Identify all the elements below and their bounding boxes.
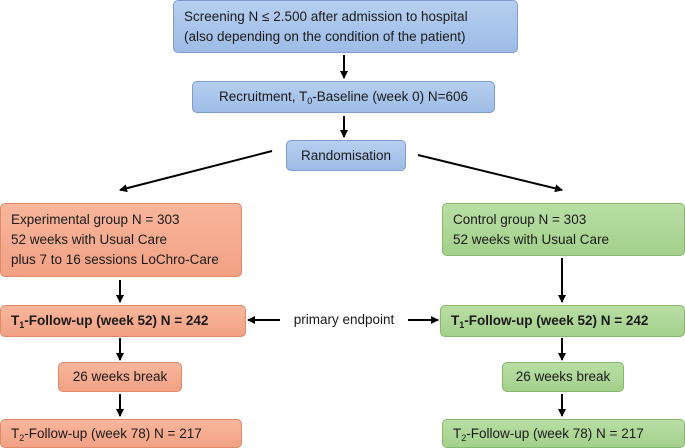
experimental-break-box: 26 weeks break (58, 362, 182, 392)
experimental-t2-label: T2-Follow-up (week 78) N = 217 (11, 425, 202, 443)
experimental-group-box: Experimental group N = 303 52 weeks with… (0, 203, 242, 277)
randomisation-label: Randomisation (300, 147, 392, 163)
control-line-1: Control group N = 303 (453, 211, 587, 227)
screening-box: Screening N ≤ 2.500 after admission to h… (173, 0, 518, 53)
experimental-line-3: plus 7 to 16 sessions LoChro-Care (11, 252, 219, 267)
control-t1-label: T1-Follow-up (week 52) N = 242 (451, 313, 649, 330)
recruitment-box: Recruitment, T0-Baseline (week 0) N=606 (192, 81, 495, 113)
control-break-box: 26 weeks break (502, 362, 624, 392)
experimental-line-2: 52 weeks with Usual Care (11, 232, 168, 247)
experimental-break-label: 26 weeks break (72, 369, 168, 384)
experimental-t2-box: T2-Follow-up (week 78) N = 217 (0, 419, 242, 448)
control-t2-label: T2-Follow-up (week 78) N = 217 (453, 425, 644, 443)
experimental-line-1: Experimental group N = 303 (11, 212, 180, 227)
screening-line-1: Screening N ≤ 2.500 after admission to h… (184, 8, 468, 24)
screening-line-2: (also depending on the condition of the … (184, 28, 466, 44)
arrow-randomisation-to-control (417, 154, 563, 193)
primary-endpoint-label: primary endpoint (280, 311, 408, 329)
control-group-box: Control group N = 303 52 weeks with Usua… (442, 203, 685, 256)
experimental-t1-box: T1-Follow-up (week 52) N = 242 (0, 305, 246, 337)
control-line-2: 52 weeks with Usual Care (453, 231, 610, 247)
control-break-label: 26 weeks break (515, 369, 611, 384)
recruitment-label: Recruitment, T0-Baseline (week 0) N=606 (218, 89, 468, 106)
control-t1-box: T1-Follow-up (week 52) N = 242 (440, 305, 685, 337)
arrow-randomisation-to-experimental (119, 150, 273, 193)
randomisation-box: Randomisation (286, 140, 406, 171)
control-t2-box: T2-Follow-up (week 78) N = 217 (442, 419, 685, 448)
experimental-t1-label: T1-Follow-up (week 52) N = 242 (11, 313, 209, 330)
